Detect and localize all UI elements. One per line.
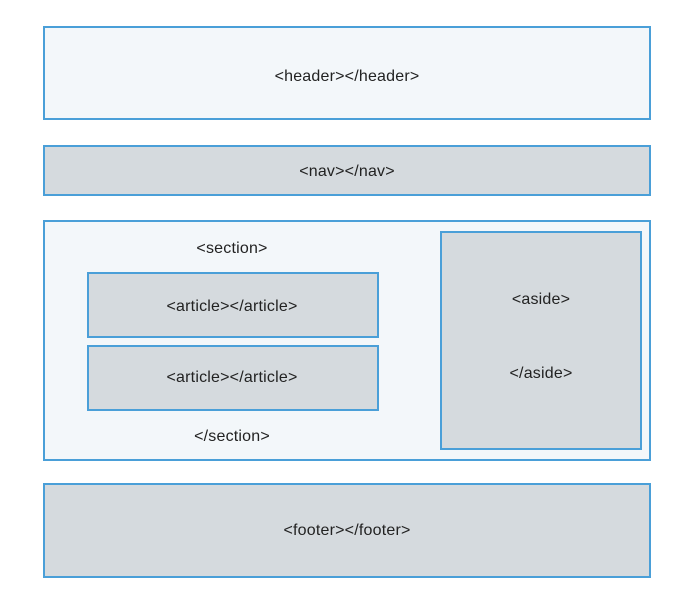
article-label-1: <article></article> [166,298,298,315]
aside-box [440,231,642,450]
section-close-label: </section> [194,428,270,445]
footer-label: <footer></footer> [283,522,411,539]
section-open-label: <section> [196,240,268,257]
aside-close-label: </aside> [509,365,573,382]
footer-box [43,483,651,578]
article-box-2 [87,345,379,411]
nav-label: <nav></nav> [299,163,395,180]
aside-open-label: <aside> [511,291,571,308]
header-label: <header></header> [274,68,420,85]
header-box [43,26,651,120]
article-label-2: <article></article> [166,369,298,386]
article-box-1 [87,272,379,338]
nav-box [43,145,651,196]
